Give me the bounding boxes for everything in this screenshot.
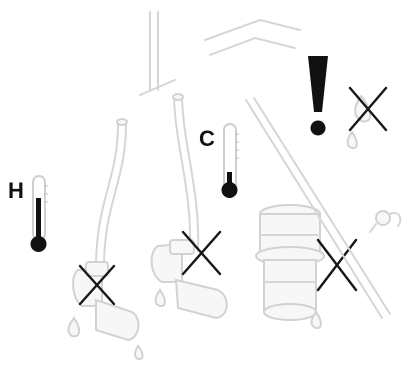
cold-valve-cross-icon	[181, 230, 222, 276]
water-drop-icon	[310, 310, 322, 330]
water-drop-icon	[67, 316, 144, 361]
cold-angle-stop-valve-icon	[150, 239, 228, 320]
hot-supply-hose	[95, 118, 128, 269]
cold-supply-hose	[172, 93, 200, 251]
hot-thermometer-icon	[30, 175, 48, 252]
hot-label: H	[8, 178, 24, 203]
hot-valve-cross-icon	[78, 264, 116, 306]
warning-exclamation-icon	[308, 56, 328, 136]
hand-tighten-icon	[369, 210, 402, 233]
faucet-background-outline	[139, 11, 301, 96]
hot-angle-stop-valve-icon	[72, 261, 140, 342]
cold-thermometer-icon	[221, 123, 239, 198]
no-drip-cross-icon	[348, 86, 388, 132]
cold-label: C	[199, 126, 215, 151]
spray-wand-outline	[245, 97, 391, 319]
water-drop-icon	[346, 130, 358, 150]
cartridge-filter-icon	[255, 204, 325, 321]
water-drop-icon	[154, 288, 166, 308]
